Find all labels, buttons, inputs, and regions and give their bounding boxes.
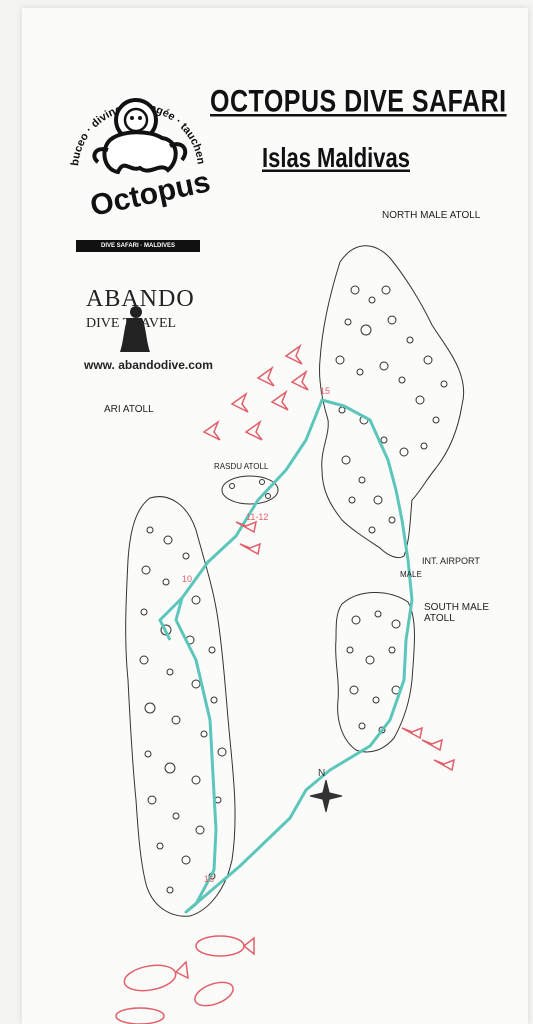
svg-text:16: 16	[204, 874, 214, 884]
abando-wordmark: ABANDO	[86, 286, 195, 312]
map-subtitle: Islas Maldivas	[262, 142, 410, 174]
label-south-male-atoll: SOUTH MALE ATOLL	[424, 602, 490, 624]
svg-text:10: 10	[182, 574, 192, 584]
abando-diver-icon	[120, 306, 150, 352]
dive-travel-wordmark: DIVE TRAVEL	[86, 316, 177, 331]
map-paper	[22, 8, 528, 1024]
svg-text:15: 15	[320, 386, 330, 396]
compass-rose-icon: N	[309, 768, 343, 813]
map-title: OCTOPUS DIVE SAFARI	[210, 84, 507, 119]
logo-badge: DIVE SAFARI · MALDIVES	[76, 240, 200, 252]
label-ari-atoll: ARI ATOLL	[104, 404, 154, 415]
logo-brand: Octopus	[87, 165, 213, 223]
label-male: MALE	[400, 570, 422, 579]
north-male-atoll	[319, 245, 465, 559]
label-int-airport: INT. AIRPORT	[422, 556, 480, 566]
dive-route	[158, 398, 414, 914]
svg-text:11-12: 11-12	[246, 512, 268, 522]
website-link[interactable]: www. abandodive.com	[84, 358, 213, 372]
label-north-male-atoll: NORTH MALE ATOLL	[382, 210, 481, 221]
ari-atoll	[125, 496, 236, 917]
svg-text:N: N	[318, 768, 325, 779]
rasdu-atoll	[221, 475, 279, 505]
label-rasdu-atoll: RASDU ATOLL	[214, 462, 269, 471]
dive-site-marks: 15 11-12 10 16	[115, 343, 456, 1024]
